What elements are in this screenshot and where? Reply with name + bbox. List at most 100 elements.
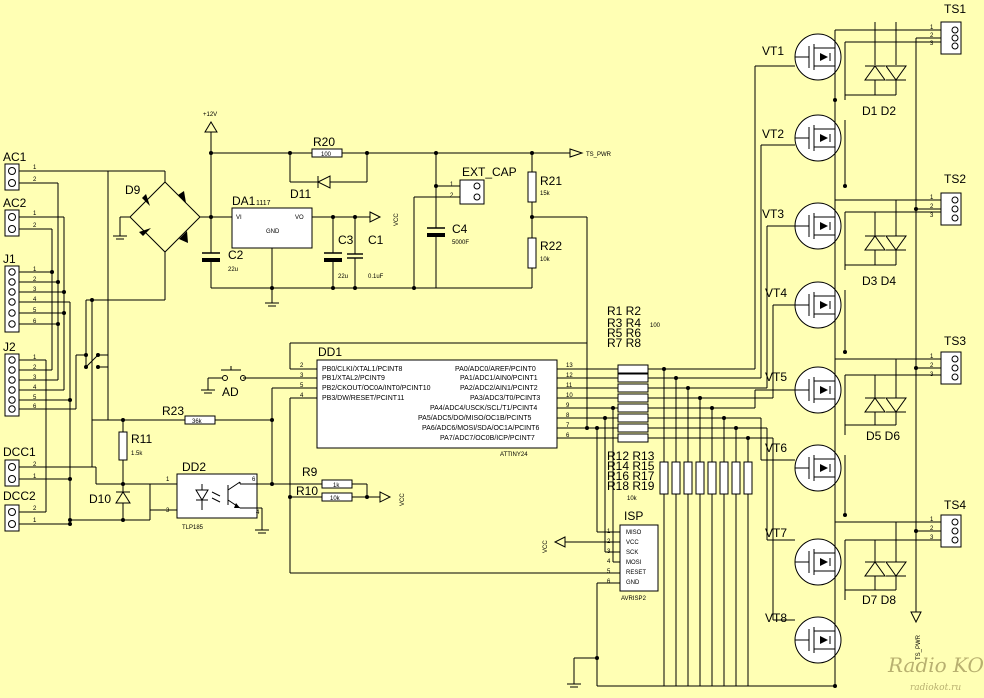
svg-text:36k: 36k: [192, 419, 203, 425]
connector-dcc2-label: DCC2: [3, 489, 36, 503]
svg-text:2: 2: [930, 526, 934, 532]
svg-text:6: 6: [252, 477, 256, 483]
resistor-bank-top: R1 R2 R3 R4 R5 R6 R7 R8 100: [607, 304, 767, 443]
svg-text:VT7: VT7: [765, 526, 787, 540]
svg-text:GND: GND: [266, 229, 280, 235]
svg-text:1: 1: [33, 165, 37, 171]
svg-text:5: 5: [607, 569, 611, 575]
svg-text:PA5/ADC5/DO/MISO/OC1B/PCINT5: PA5/ADC5/DO/MISO/OC1B/PCINT5: [418, 415, 532, 422]
connector-dcc1-label: DCC1: [3, 445, 36, 459]
svg-text:1: 1: [33, 267, 37, 273]
svg-text:1: 1: [33, 211, 37, 217]
svg-text:GND: GND: [626, 580, 640, 586]
svg-text:R10: R10: [296, 484, 318, 498]
svg-text:3: 3: [930, 41, 934, 47]
svg-text:C4: C4: [452, 222, 468, 236]
ts-pwr-label: TS_PWR: [586, 152, 612, 158]
svg-text:10k: 10k: [627, 496, 638, 502]
svg-text:VCC: VCC: [626, 540, 639, 546]
connector-dcc1: DCC1 2 1: [3, 445, 96, 487]
vcc-label-r10: VCC: [400, 493, 406, 506]
svg-text:22u: 22u: [228, 267, 238, 273]
svg-text:PA7/ADC7/OC0B/ICP/PCINT7: PA7/ADC7/OC0B/ICP/PCINT7: [440, 435, 535, 442]
mcu-dd1: DD1 ATTINY24 PB0/CLKI/XTAL1/PCINT8 PB1/X…: [243, 217, 618, 458]
svg-text:R21: R21: [540, 174, 562, 188]
svg-text:10k: 10k: [540, 257, 551, 263]
svg-text:PA1/ADC1/AIN0/PCINT1: PA1/ADC1/AIN0/PCINT1: [460, 375, 538, 382]
svg-text:6: 6: [566, 433, 570, 439]
svg-text:5: 5: [300, 383, 304, 389]
svg-text:VT4: VT4: [765, 286, 787, 300]
left-bus-wiring: [40, 171, 272, 526]
diode-d11: D11: [289, 153, 368, 201]
svg-text:100: 100: [321, 152, 332, 158]
ts-pwr-rail-right: TS_PWR: [910, 38, 922, 660]
svg-text:C3: C3: [338, 233, 354, 247]
svg-text:5000F: 5000F: [452, 240, 469, 246]
connector-isp: ISP AVRISP2 MISO VCC SCK MOSI RESET GND …: [543, 408, 659, 686]
resistor-r23: R23 36k: [162, 388, 274, 484]
svg-text:7: 7: [566, 423, 570, 429]
switch-ad[interactable]: AD: [201, 366, 246, 399]
svg-text:1: 1: [33, 518, 37, 524]
connector-ac2-label: AC2: [3, 196, 27, 210]
svg-text:3: 3: [33, 375, 37, 381]
svg-text:TS2: TS2: [944, 172, 966, 186]
svg-text:AVRISP2: AVRISP2: [621, 596, 647, 602]
svg-text:TLP185: TLP185: [182, 525, 204, 531]
svg-text:SCK: SCK: [626, 550, 638, 556]
svg-text:R9: R9: [302, 465, 318, 479]
svg-text:1: 1: [930, 517, 934, 523]
svg-text:6: 6: [33, 404, 37, 410]
mosfet-vt1: VT1: [762, 33, 842, 81]
svg-text:22u: 22u: [338, 274, 348, 280]
resistor-r11: R11 1.5k: [118, 420, 152, 484]
regulator-da1: DA1 1117 VI VO GND VCC: [231, 194, 400, 307]
svg-text:10: 10: [566, 393, 573, 399]
svg-text:ISP: ISP: [624, 509, 643, 523]
svg-text:D3 D4: D3 D4: [862, 274, 896, 288]
output-ts1: TS1 1 2 3 D1 D2: [835, 2, 966, 118]
svg-text:R16 R17: R16 R17: [607, 469, 655, 483]
svg-text:3: 3: [930, 213, 934, 219]
svg-text:3: 3: [166, 508, 170, 514]
svg-text:D10: D10: [89, 492, 111, 506]
svg-text:R12 R13: R12 R13: [607, 449, 655, 463]
svg-text:PA3/ADC3/T0/PCINT3: PA3/ADC3/T0/PCINT3: [470, 395, 540, 402]
svg-text:4: 4: [607, 559, 611, 565]
resistor-bank-bottom: R12 R13 R14 R15 R16 R17 R18 R19 10k: [607, 367, 753, 686]
svg-text:1k: 1k: [333, 483, 340, 489]
svg-text:9: 9: [566, 403, 570, 409]
connector-dcc2: DCC2 2 1: [3, 489, 70, 532]
svg-text:0.1uF: 0.1uF: [368, 274, 384, 280]
svg-text:R11: R11: [131, 432, 152, 446]
svg-text:PA0/ADC0/AREF/PCINT0: PA0/ADC0/AREF/PCINT0: [455, 366, 536, 373]
svg-text:DA1: DA1: [232, 194, 256, 208]
output-ts4: TS4 1 2 3 D7 D8: [835, 498, 966, 607]
mosfet-vt5: VT5: [765, 366, 842, 414]
mosfet-vt8: VT8: [765, 611, 842, 664]
connector-j2-label: J2: [3, 340, 16, 354]
svg-text:R1 R2: R1 R2: [607, 304, 641, 318]
output-ts2: TS2 1 2 3 D3 D4: [835, 172, 966, 288]
svg-text:PB0/CLKI/XTAL1/PCINT8: PB0/CLKI/XTAL1/PCINT8: [322, 366, 403, 373]
svg-text:R14 R15: R14 R15: [607, 459, 655, 473]
svg-text:MOSI: MOSI: [626, 560, 642, 566]
ts-pwr-label-right: TS_PWR: [916, 634, 922, 660]
svg-text:2: 2: [930, 33, 934, 39]
svg-text:2: 2: [33, 365, 37, 371]
diode-d10: D10: [68, 467, 151, 522]
svg-text:1: 1: [450, 182, 454, 188]
svg-text:6: 6: [607, 579, 611, 585]
svg-text:C1: C1: [368, 233, 384, 247]
svg-text:R20: R20: [313, 135, 335, 149]
switch-ad-label: AD: [222, 385, 239, 399]
svg-text:VT5: VT5: [765, 370, 787, 384]
svg-text:1117: 1117: [256, 200, 271, 207]
svg-text:R3 R4: R3 R4: [607, 316, 641, 330]
svg-text:3: 3: [930, 535, 934, 541]
svg-text:VO: VO: [295, 215, 304, 221]
resistor-r21: R21 15k: [527, 153, 562, 203]
vcc-label-reg: VCC: [394, 213, 400, 226]
mosfet-vt7: VT7: [765, 526, 842, 586]
